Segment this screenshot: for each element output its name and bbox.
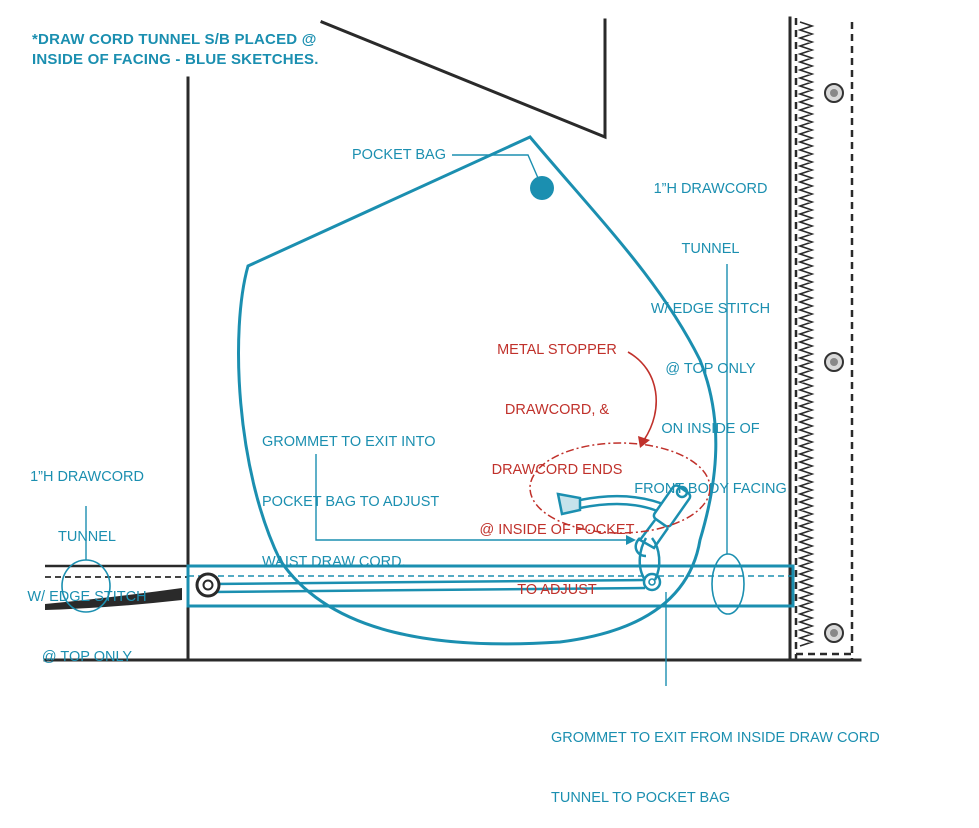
stopper-clip: [638, 519, 670, 550]
tunnel-band: [186, 564, 795, 608]
cord-loop-left: [638, 537, 648, 581]
tunnel-left-line: 1”H DRAWCORD: [30, 469, 144, 485]
pocket-bag-label: POCKET BAG: [352, 147, 447, 163]
tunnel-right-line: 1”H DRAWCORD: [653, 181, 768, 197]
metal-stopper-line: TO ADJUST: [517, 582, 597, 598]
metal-stopper-line: DRAWCORD ENDS: [491, 462, 623, 478]
grommet-pocket-label: GROMMET TO EXIT INTO POCKET BAG TO ADJUS…: [262, 392, 439, 592]
general-note-line2: INSIDE OF FACING - BLUE SKETCHES.: [32, 51, 319, 68]
tunnel-left-line: W/ EDGE STITCH: [27, 589, 147, 605]
drawcord-tunnel: [186, 564, 795, 608]
pocket-bag-outline: [237, 135, 718, 646]
tunnel-left-label: 1”H DRAWCORD TUNNEL W/ EDGE STITCH @ TOP…: [22, 427, 152, 687]
grommet-tunnel-line: TUNNEL TO POCKET BAG: [551, 790, 731, 806]
grommet-tunnel-line: GROMMET TO EXIT FROM INSIDE DRAW CORD: [551, 730, 880, 746]
grommet-pocket-line: GROMMET TO EXIT INTO: [262, 434, 436, 450]
tunnel-right-line: TUNNEL: [681, 241, 740, 257]
metal-stopper-label: METAL STOPPER DRAWCORD, & DRAWCORD ENDS …: [472, 300, 642, 620]
pocket-bag-leader: [452, 154, 539, 179]
stopper-button: [675, 485, 689, 499]
drawcord-hardware: [556, 484, 692, 581]
grommet-side: [195, 572, 221, 598]
metal-stopper-callout-ellipse: [529, 442, 711, 534]
general-note-line1: *DRAW CORD TUNNEL S/B PLACED @: [32, 31, 317, 48]
drawcord-left: [45, 588, 182, 610]
snap-button-top: [824, 83, 844, 103]
garment-outline: [43, 16, 862, 662]
tunnel-right-line: FRONT BODY FACING: [634, 481, 787, 497]
tunnel-right-line: @ TOP ONLY: [665, 361, 756, 377]
grommet-pocket-line: WAIST DRAW CORD.: [262, 554, 406, 570]
tunnel-right-line: ON INSIDE OF: [661, 421, 760, 437]
general-note: *DRAW CORD TUNNEL S/B PLACED @ INSIDE OF …: [32, 30, 319, 70]
tunnel-cord-upper: [209, 578, 646, 586]
tunnel-right-label: 1”H DRAWCORD TUNNEL W/ EDGE STITCH @ TOP…: [628, 139, 793, 519]
cord-end-tip: [556, 492, 582, 516]
grommet-pocket-arrow-head: [626, 535, 636, 545]
cord-loop-right: [650, 537, 661, 581]
right-tunnel-callout-ellipse: [711, 553, 745, 615]
grommet-pocket-leader: [315, 454, 628, 541]
zipper-panel: [794, 18, 854, 660]
metal-stopper-line: METAL STOPPER: [497, 342, 617, 358]
technical-sketch: [43, 16, 862, 686]
grommet-pocket-link: [634, 537, 647, 558]
snap-button-middle: [824, 352, 844, 372]
grommet-pocket-line: POCKET BAG TO ADJUST: [262, 494, 440, 510]
pocket-bag: [237, 135, 718, 646]
tunnel-left-line: TUNNEL: [57, 529, 116, 545]
leader-lines: [85, 154, 728, 686]
metal-stopper-arrow-head: [638, 436, 650, 448]
metal-stopper-line: DRAWCORD, &: [504, 402, 610, 418]
grommet-tunnel-label: GROMMET TO EXIT FROM INSIDE DRAW CORD TU…: [551, 688, 880, 828]
metal-stopper-line: @ INSIDE OF POCKET: [479, 522, 635, 538]
pocket-bag-dot: [530, 176, 554, 200]
tunnel-cord-lower: [209, 586, 646, 594]
tunnel-left-line: @ TOP ONLY: [41, 649, 133, 665]
tunnel-right-line: W/ EDGE STITCH: [650, 301, 771, 317]
fly-notch-line: [320, 18, 607, 140]
snap-button-bottom: [824, 623, 844, 643]
metal-stopper-arrow: [627, 351, 657, 441]
zipper-teeth: [797, 21, 815, 647]
cord-to-stopper-upper: [579, 494, 669, 508]
left-waistband: [45, 564, 188, 610]
